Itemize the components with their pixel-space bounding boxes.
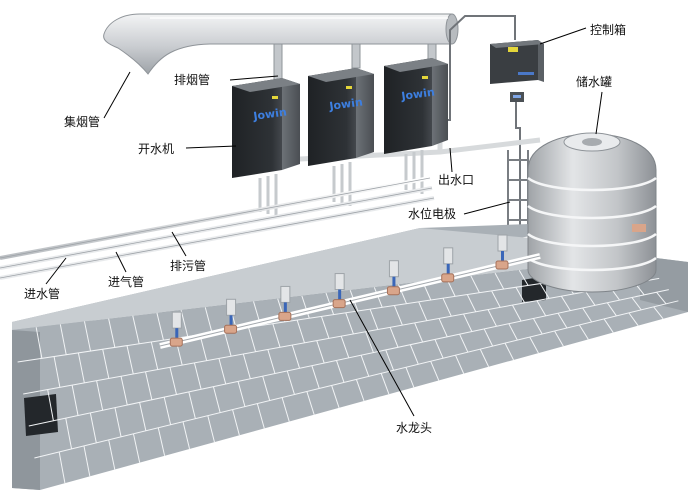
faucet xyxy=(495,234,509,270)
water-boiler-unit: Jowin xyxy=(384,58,448,194)
faucet xyxy=(278,285,292,321)
drain-opening-left xyxy=(24,394,58,436)
faucet-row xyxy=(169,234,509,347)
label-drain-pipe: 排污管 xyxy=(170,258,206,273)
water-boiler-unit: Jowin xyxy=(308,68,374,206)
control-box xyxy=(490,40,544,102)
label-control-box: 控制箱 xyxy=(590,22,626,37)
heater-indicator-light xyxy=(272,96,278,99)
control-box-indicator xyxy=(508,47,518,52)
heater-indicator-light xyxy=(346,86,352,89)
label-storage-tank: 储水罐 xyxy=(576,74,612,89)
label-inlet-pipe: 进水管 xyxy=(24,286,60,301)
label-level-electrode: 水位电极 xyxy=(408,206,456,221)
label-heater: 开水机 xyxy=(138,142,174,156)
water-boiler-unit: Jowin xyxy=(232,78,300,216)
label-exhaust-pipe: 排烟管 xyxy=(174,72,210,87)
faucet xyxy=(441,247,455,283)
heater-brand-text: Jowin xyxy=(252,105,288,123)
control-box-display xyxy=(518,72,534,75)
label-faucet: 水龙头 xyxy=(396,421,432,435)
faucet xyxy=(169,311,183,347)
callouts: 集烟管 排烟管 开水机 出水口 控制箱 储水罐 水位电极 进水管 进气管 排污管… xyxy=(24,22,626,435)
label-water-outlet: 出水口 xyxy=(438,173,474,187)
electrode-frame xyxy=(507,102,529,232)
heater-brand-text: Jowin xyxy=(400,85,436,103)
faucet xyxy=(332,273,346,309)
label-gas-pipe: 进气管 xyxy=(108,274,144,289)
storage-tank xyxy=(527,132,657,293)
heater-brand-text: Jowin xyxy=(328,95,364,113)
label-flue-collector: 集烟管 xyxy=(64,114,100,129)
faucet xyxy=(386,260,400,296)
heater-indicator-light xyxy=(422,76,428,79)
tank-valve xyxy=(632,224,646,232)
supply-pipes xyxy=(0,176,435,280)
faucet xyxy=(224,298,238,334)
